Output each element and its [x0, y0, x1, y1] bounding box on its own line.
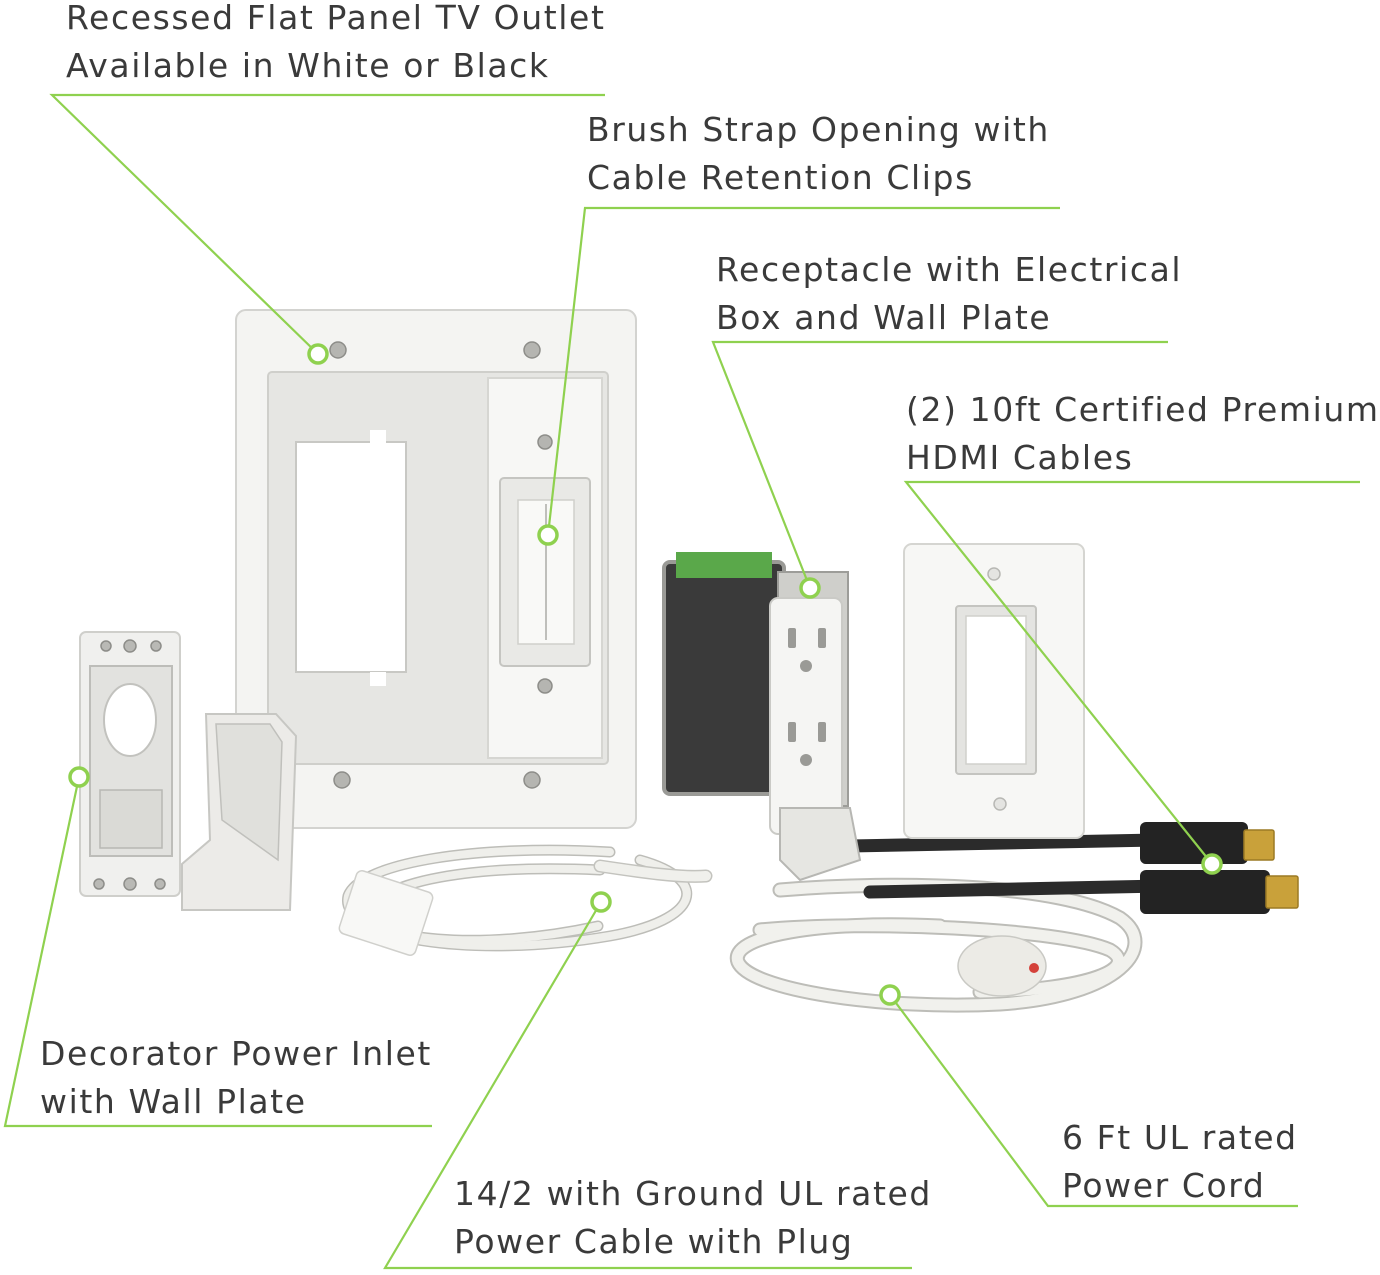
callout-line: 6 Ft UL rated [1062, 1118, 1298, 1157]
callout-power-inlet: Decorator Power Inlet with Wall Plate [40, 1030, 432, 1126]
callout-hdmi: (2) 10ft Certified Premium HDMI Cables [906, 386, 1380, 482]
callout-line: Cable Retention Clips [587, 158, 974, 197]
recessed-outlet-plate-icon [235, 309, 637, 829]
leader-dot-icon [68, 766, 90, 788]
callout-brush-strap: Brush Strap Opening with Cable Retention… [587, 106, 1050, 202]
leader-dots [68, 343, 1223, 1006]
callout-line: Brush Strap Opening with [587, 110, 1050, 149]
callout-power-cable: 14/2 with Ground UL rated Power Cable wi… [454, 1170, 932, 1266]
leader-power-inlet [3, 776, 432, 1128]
callout-line: 14/2 with Ground UL rated [454, 1174, 932, 1213]
callout-line: Power Cord [1062, 1166, 1266, 1205]
callout-line: HDMI Cables [906, 438, 1134, 477]
leader-lines [3, 93, 1360, 1270]
leader-dot-icon [799, 577, 821, 599]
leader-power-cord [889, 994, 1298, 1208]
callout-line: Decorator Power Inlet [40, 1034, 432, 1073]
callout-line: with Wall Plate [40, 1082, 307, 1121]
callout-line: Box and Wall Plate [716, 298, 1052, 337]
leader-hdmi [903, 480, 1360, 865]
leader-dot-icon [590, 891, 612, 913]
callout-tv-outlet: Recessed Flat Panel TV Outlet Available … [66, 0, 606, 90]
leader-brush-strap [546, 206, 1060, 536]
power-inlet-icon [79, 631, 298, 911]
duplex-receptacle-icon [662, 543, 1085, 882]
callout-receptacle: Receptacle with Electrical Box and Wall … [716, 246, 1182, 342]
callout-line: (2) 10ft Certified Premium [906, 390, 1380, 429]
callout-line: Power Cable with Plug [454, 1222, 854, 1261]
callout-line: Available in White or Black [66, 46, 550, 85]
callout-line: Recessed Flat Panel TV Outlet [66, 0, 606, 37]
callout-power-cord: 6 Ft UL rated Power Cord [1062, 1114, 1298, 1210]
leader-power-cable [383, 901, 912, 1270]
callout-line: Receptacle with Electrical [716, 250, 1183, 289]
leader-dot-icon [307, 343, 329, 365]
leader-tv-outlet [49, 93, 605, 355]
leader-dot-icon [1201, 853, 1223, 875]
leader-dot-icon [879, 984, 901, 1006]
leader-receptacle [711, 340, 1168, 589]
coiled-cord-icon [338, 844, 713, 956]
leader-dot-icon [537, 524, 559, 546]
power-cord-coil [729, 877, 1143, 1013]
